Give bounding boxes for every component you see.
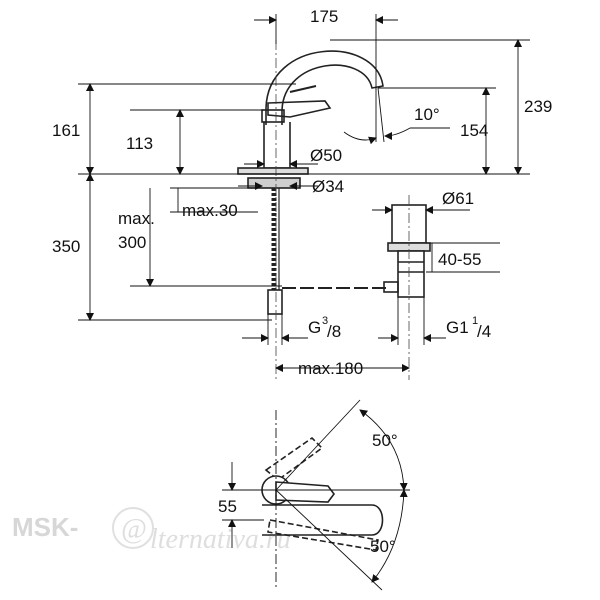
label-angle-upper-50: 50°	[372, 431, 398, 450]
watermark-brand-right: lternativa.ru	[150, 524, 291, 555]
waste-tail	[397, 250, 425, 298]
angle-arc-upper	[359, 409, 408, 491]
label-depth-300: 300	[118, 233, 146, 252]
label-g38-letter: G	[308, 318, 321, 337]
angle-ray-lower	[275, 489, 383, 591]
angle-arc-right	[384, 127, 411, 140]
faucet-spout	[265, 50, 384, 125]
dimension-lines	[78, 14, 530, 372]
label-g114-sup: 1	[472, 315, 478, 327]
lever-rotated-up	[264, 436, 324, 482]
label-max-30: max.30	[182, 201, 238, 220]
label-height-239: 239	[524, 97, 552, 116]
label-g38-sub: /8	[327, 322, 341, 341]
label-height-350: 350	[52, 237, 80, 256]
spout-angle-ray	[377, 87, 385, 143]
top-view-labels: 50° 50° 55	[218, 431, 398, 556]
label-g114-sub: /4	[477, 322, 491, 341]
top-view-dimensions	[222, 399, 410, 591]
supply-connector	[267, 289, 283, 315]
watermark-at-sign: @	[121, 514, 147, 545]
label-height-161: 161	[52, 121, 80, 140]
label-g38-sup: 3	[322, 315, 328, 327]
angle-arc-lower	[371, 489, 408, 583]
angle-ray-upper	[275, 399, 361, 491]
faucet-cartridge	[261, 109, 285, 123]
label-max: max.	[118, 209, 155, 228]
label-g114-letter: G1	[446, 318, 469, 337]
faucet-lever-back	[289, 85, 317, 93]
label-range-40-55: 40-55	[438, 250, 481, 269]
angle-arc-left	[343, 131, 377, 145]
label-dia-61: Ø61	[442, 189, 474, 208]
label-width-175: 175	[310, 7, 338, 26]
label-angle-10: 10°	[414, 105, 440, 124]
faucet-side-view	[237, 50, 431, 315]
label-angle-lower-50: 50°	[370, 537, 396, 556]
watermark-brand-left: MSK-	[12, 512, 78, 542]
faucet-body	[263, 122, 291, 169]
center-lines	[275, 40, 410, 380]
label-max-180: max.180	[298, 359, 363, 378]
watermark-at-ring	[112, 507, 154, 549]
watermark: MSK- @ lternativa.ru	[12, 507, 291, 555]
label-height-113: 113	[126, 134, 153, 153]
faucet-base	[237, 167, 309, 175]
popup-pivot	[383, 281, 399, 293]
faucet-lever	[267, 100, 332, 118]
label-height-154: 154	[460, 121, 488, 140]
dimension-labels: 175 239 154 10° 161 113 Ø50 Ø34 max.30 m…	[52, 7, 552, 378]
label-dia-50: Ø50	[310, 146, 342, 165]
label-dia-34: Ø34	[312, 177, 344, 196]
mounting-nut	[247, 177, 301, 189]
label-offset-55: 55	[218, 497, 237, 516]
lever-center-position	[275, 481, 335, 503]
